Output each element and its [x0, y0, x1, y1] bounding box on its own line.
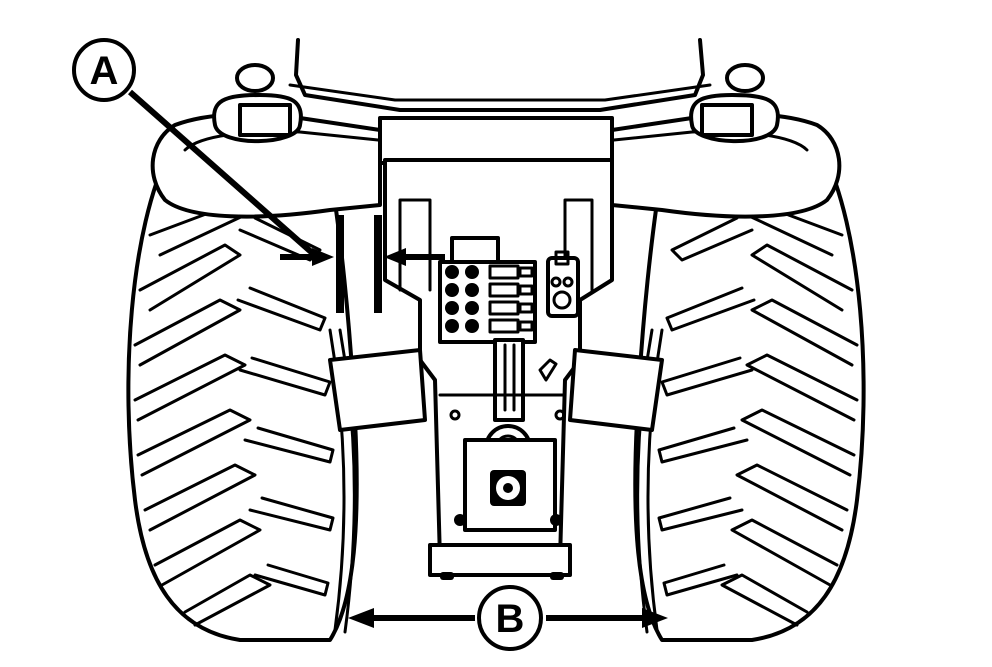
right-tire	[633, 148, 866, 642]
cab-frame	[288, 38, 712, 165]
arrow-right-icon	[642, 608, 668, 628]
arrow-right-icon	[312, 248, 334, 266]
arrow-left-icon	[384, 248, 406, 266]
callout-a-leader-line	[128, 89, 320, 261]
callout-a-circle	[72, 38, 136, 102]
callout-b-label: B	[496, 597, 525, 641]
measure-mark-left	[336, 215, 344, 313]
hydraulic-couplers	[438, 236, 580, 344]
callout-a-label: A	[90, 49, 119, 93]
right-fender	[610, 63, 842, 219]
callout-b: B	[348, 585, 668, 651]
left-fender	[150, 63, 382, 219]
arrow-left-icon	[348, 608, 374, 628]
measure-mark-right	[374, 215, 382, 313]
callout-b-circle	[477, 585, 543, 651]
hitch-pto	[438, 338, 567, 532]
left-tire	[126, 148, 359, 642]
callout-a: A	[72, 38, 445, 313]
